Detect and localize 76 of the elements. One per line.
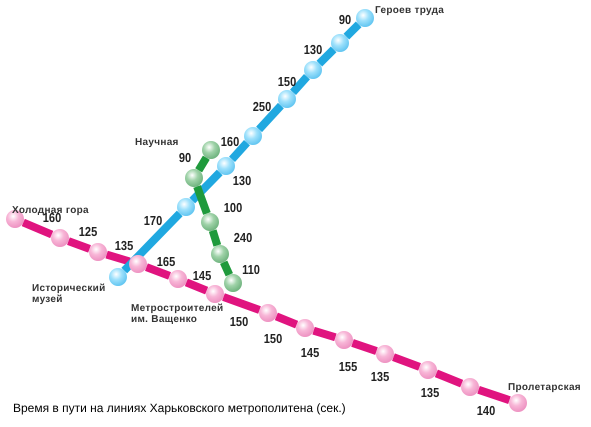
station-name: Героев труда — [375, 5, 446, 16]
edge-label: 150 — [230, 315, 248, 329]
metro-line-segment — [22, 218, 54, 238]
station-marker — [376, 345, 394, 363]
metro-line-segment — [274, 312, 298, 328]
metro-line-segment — [193, 185, 211, 215]
station-name: Пролетарская — [508, 382, 582, 393]
edge-label: 135 — [370, 370, 390, 384]
metro-line-segment — [208, 229, 222, 247]
edge-label: 130 — [232, 174, 252, 188]
metro-line-segment — [229, 140, 250, 162]
edge-label: 170 — [144, 214, 162, 228]
edge-label: 90 — [178, 151, 192, 165]
station-marker — [509, 394, 527, 412]
metro-line-segment — [392, 353, 421, 371]
metro-line-segment — [220, 260, 233, 276]
station-marker — [304, 61, 322, 79]
edge-label: 130 — [304, 43, 322, 57]
edge-label: 150 — [278, 75, 296, 89]
edge-label: 150 — [264, 332, 282, 346]
metro-line-segment — [477, 386, 511, 404]
station-marker — [202, 141, 220, 159]
metro-line-segment — [351, 339, 378, 355]
edge-label: 165 — [156, 255, 176, 269]
edge-label: 135 — [420, 386, 440, 400]
metro-line-segment — [67, 237, 91, 253]
metro-line-segment — [434, 370, 464, 388]
metro-line-segment — [105, 250, 131, 266]
station-marker — [356, 9, 374, 27]
edge-label: 145 — [192, 269, 212, 283]
station-marker — [211, 245, 229, 263]
station-marker — [244, 127, 262, 145]
edge-label: 140 — [476, 404, 496, 418]
edge-label: 100 — [224, 201, 242, 215]
station-marker — [89, 243, 107, 261]
station-marker — [169, 270, 187, 288]
metro-line-segment — [222, 293, 261, 314]
metro-line-segment — [121, 210, 183, 274]
station-marker — [335, 331, 353, 349]
station-marker — [201, 213, 219, 231]
station-marker — [296, 319, 314, 337]
station-marker — [278, 90, 296, 108]
station-marker — [461, 378, 479, 396]
station-marker — [259, 304, 277, 322]
caption: Время в пути на линиях Харьковского метрополитена (сек.) — [13, 401, 346, 415]
station-name: Метростроителей им. Ващенко — [131, 303, 224, 325]
station-marker — [206, 285, 224, 303]
metro-line-segment — [316, 46, 336, 66]
edge-label: 125 — [78, 225, 98, 239]
edge-label: 145 — [300, 346, 320, 360]
station-marker — [331, 34, 349, 52]
station-marker — [185, 169, 203, 187]
edge-label: 240 — [234, 231, 252, 245]
edge-label: 155 — [338, 360, 358, 374]
station-marker — [217, 157, 235, 175]
edge-label: 90 — [338, 13, 352, 27]
metro-line-segment — [195, 156, 210, 172]
station-marker — [224, 274, 242, 292]
station-name: Исторический музей — [32, 283, 107, 305]
station-marker — [109, 268, 127, 286]
edge-label: 160 — [220, 135, 240, 149]
station-name: Научная — [135, 137, 180, 148]
edge-label: 135 — [114, 239, 134, 253]
metro-line-segment — [189, 170, 223, 204]
station-marker — [51, 229, 69, 247]
metro-line-segment — [290, 74, 310, 95]
metro-line-segment — [312, 326, 337, 342]
metro-line-segment — [256, 102, 284, 132]
metro-line-segment — [145, 263, 171, 280]
metro-line-segment — [344, 22, 362, 40]
edge-label: 110 — [242, 263, 260, 277]
station-marker — [177, 198, 195, 216]
station-marker — [419, 361, 437, 379]
metro-line-segment — [184, 278, 208, 294]
edge-label: 250 — [252, 100, 272, 114]
station-marker — [129, 255, 147, 273]
